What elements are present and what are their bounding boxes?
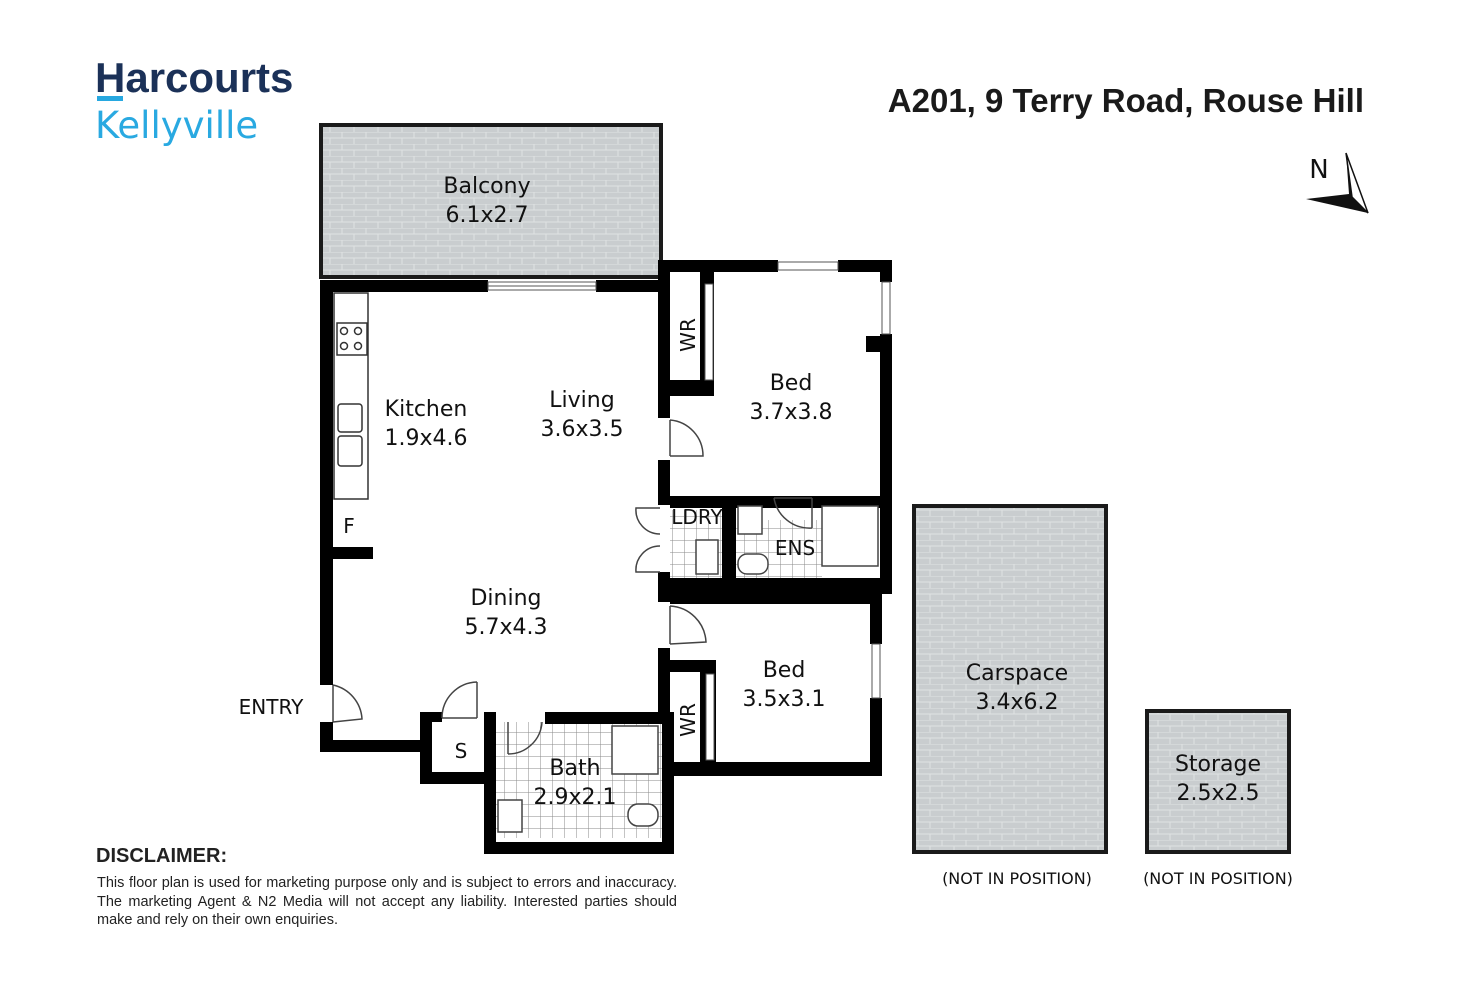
disclaimer-title: DISCLAIMER: (96, 845, 228, 867)
balcony-name: Balcony (443, 174, 530, 199)
storage-area (1145, 709, 1291, 854)
storage-note: (NOT IN POSITION) (1143, 869, 1293, 888)
property-address: A201, 9 Terry Road, Rouse Hill (887, 82, 1364, 119)
storage-size: 2.5x2.5 (1177, 781, 1260, 806)
doors (332, 419, 813, 755)
bed1-size: 3.7x3.8 (750, 400, 833, 425)
balcony-sliding-door (487, 281, 597, 291)
brand-logo-office: Kellyville (95, 104, 259, 147)
storage-cupboard-label: S (455, 739, 468, 763)
carspace-size: 3.4x6.2 (976, 690, 1059, 715)
wr-bottom-label: WR (676, 703, 700, 737)
compass-label: N (1309, 155, 1328, 185)
bed1-name: Bed (770, 371, 813, 396)
windows (704, 261, 891, 761)
dining-name: Dining (470, 586, 541, 611)
storage-name: Storage (1175, 752, 1261, 777)
bath-size: 2.9x2.1 (534, 785, 617, 810)
fridge-label: F (343, 514, 355, 538)
north-arrow-icon: N (1306, 152, 1369, 214)
kitchen-name: Kitchen (385, 397, 468, 422)
bed2-name: Bed (763, 658, 806, 683)
carspace-name: Carspace (966, 661, 1068, 686)
carspace-note: (NOT IN POSITION) (942, 869, 1092, 888)
balcony-size: 6.1x2.7 (446, 203, 529, 228)
kitchen-bench (333, 292, 369, 500)
kitchen-size: 1.9x4.6 (385, 426, 468, 451)
dining-size: 5.7x4.3 (465, 615, 548, 640)
bed2-size: 3.5x3.1 (743, 687, 826, 712)
living-name: Living (549, 388, 614, 413)
living-size: 3.6x3.5 (541, 417, 624, 442)
fixtures (497, 505, 879, 833)
carspace-area (912, 504, 1108, 854)
walls (320, 260, 892, 854)
ensuite-label: ENS (775, 536, 815, 560)
balcony-area (319, 123, 663, 279)
laundry-label: LDRY (671, 505, 723, 529)
entry-label: ENTRY (239, 695, 304, 719)
wr-top-label: WR (676, 318, 700, 352)
brand-logo-name: Harcourts (95, 54, 294, 101)
disclaimer-text: This floor plan is used for marketing pu… (97, 875, 677, 928)
bath-name: Bath (549, 756, 600, 781)
brand-logo-accent-bar (97, 96, 123, 101)
